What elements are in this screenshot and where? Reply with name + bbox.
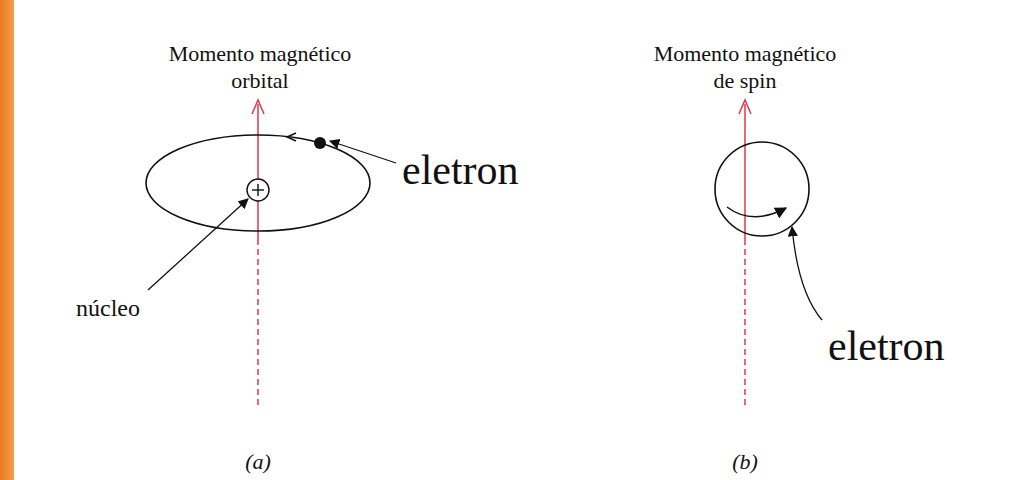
nucleus-leader: [148, 199, 248, 290]
moment-label: Momento magnético orbital: [160, 40, 360, 94]
moment-axis: [257, 104, 259, 245]
electron-sphere: [715, 142, 809, 236]
moment-axis: [744, 104, 746, 240]
moment-axis-lower: [744, 240, 746, 405]
spin-figure: [715, 100, 822, 405]
plus-sign: [257, 184, 258, 196]
callout-label: eletron: [828, 322, 998, 370]
spin-direction-arrow: [727, 207, 786, 217]
electron-leader: [792, 227, 822, 320]
electron-leader: [330, 141, 396, 163]
orange-side-bar: [0, 0, 14, 480]
moment-arrowhead: [739, 100, 751, 114]
orbit-ellipse: [146, 135, 370, 231]
callout-label: núcleo: [76, 294, 176, 322]
moment-arrowhead: [252, 100, 264, 114]
moment-label: Momento magnético de spin: [645, 40, 845, 94]
callout-label: eletron: [402, 146, 562, 194]
orbital-figure: [146, 100, 396, 405]
panel-label: (a): [218, 448, 298, 475]
panel-label: (b): [705, 448, 785, 475]
nucleus-circle: [247, 179, 269, 201]
orbit-direction-arrow: [287, 133, 296, 141]
electron-dot: [314, 137, 326, 149]
moment-axis-lower: [257, 245, 259, 405]
